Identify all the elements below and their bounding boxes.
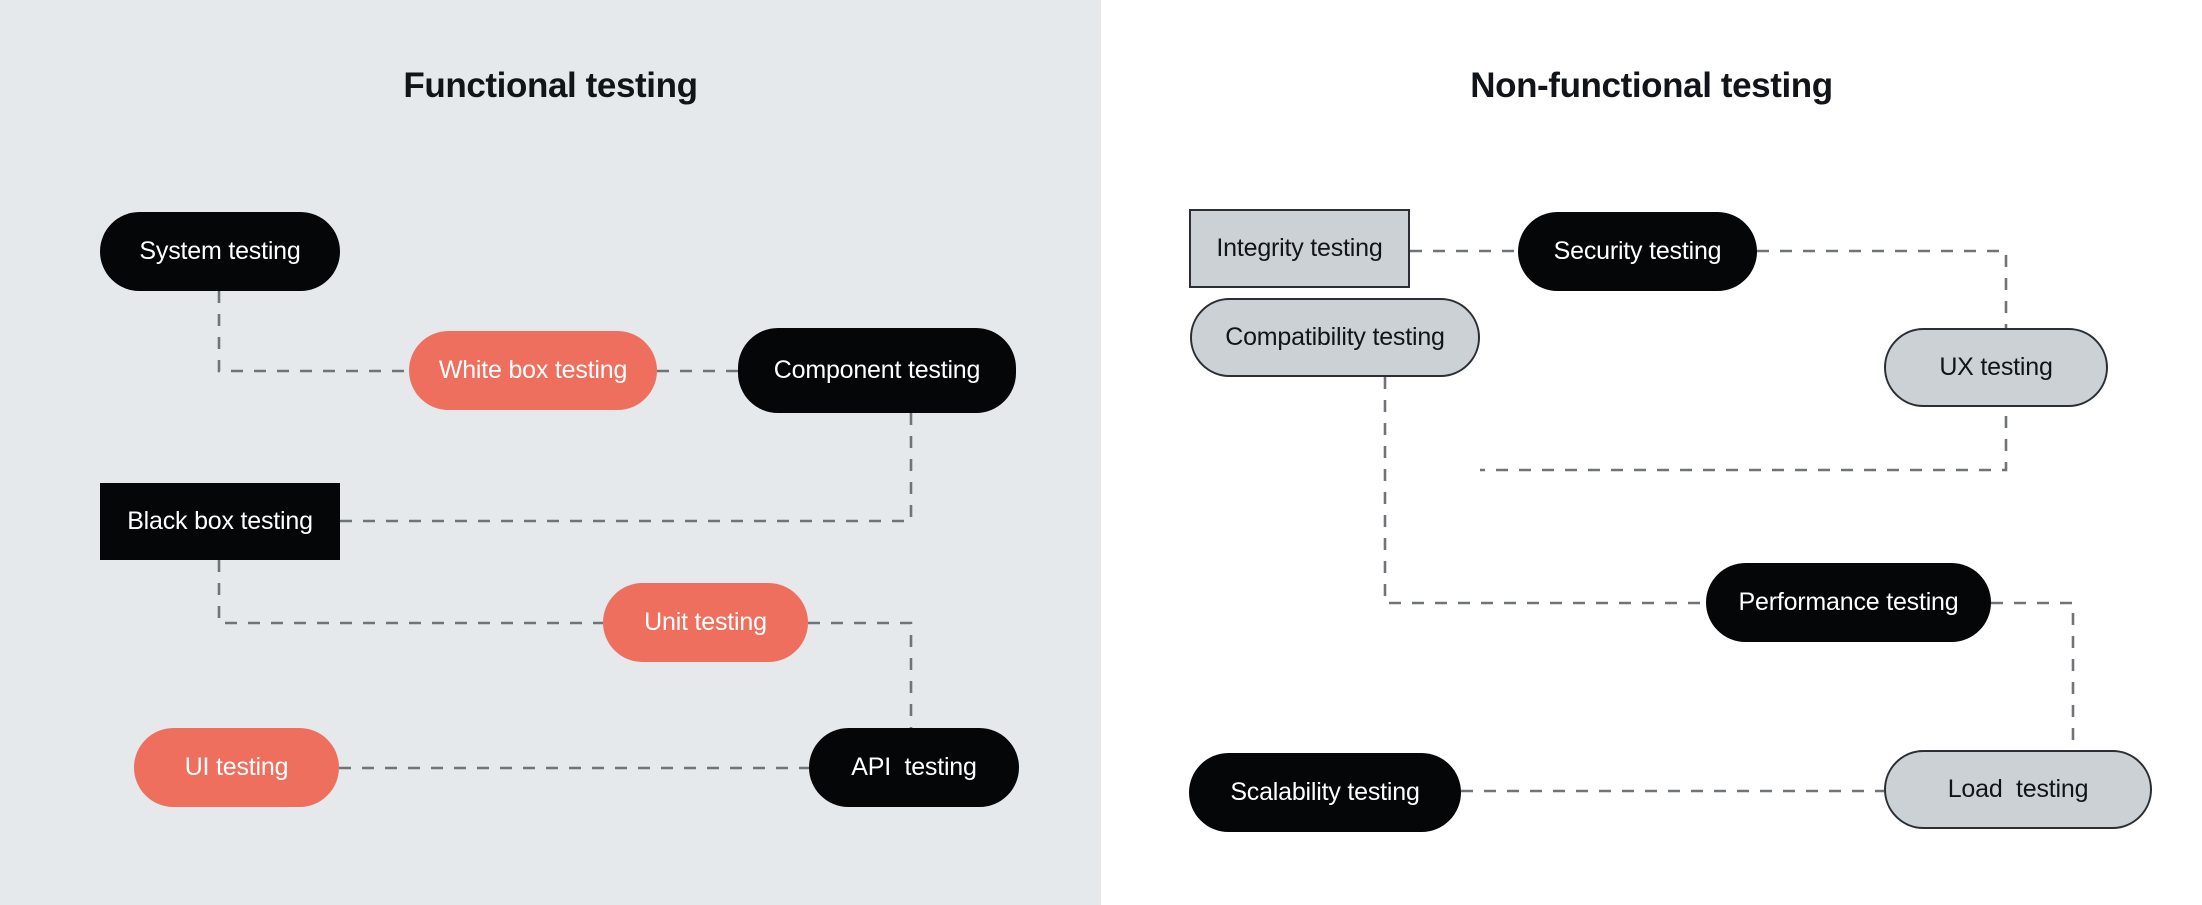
node-white-box-testing[interactable]: White box testing [409,331,657,410]
node-label-ui-testing: UI testing [184,753,289,781]
node-label-unit-testing: Unit testing [644,608,767,636]
node-ui-testing[interactable]: UI testing [134,728,339,807]
node-label-scalability-testing: Scalability testing [1230,778,1420,806]
node-label-ux-testing: UX testing [1939,353,2053,381]
node-label-black-box-testing: Black box testing [127,507,313,535]
node-system-testing[interactable]: System testing [100,212,340,291]
node-black-box-testing[interactable]: Black box testing [100,483,340,560]
node-api-testing[interactable]: API testing [809,728,1019,807]
node-component-testing[interactable]: Component testing [738,328,1016,413]
node-performance-testing[interactable]: Performance testing [1706,563,1991,642]
panel-title-functional: Functional testing [403,66,698,105]
panel-title-non-functional: Non-functional testing [1470,66,1833,105]
node-load-testing[interactable]: Load testing [1884,750,2152,829]
node-security-testing[interactable]: Security testing [1518,212,1757,291]
node-label-performance-testing: Performance testing [1738,588,1959,616]
node-ux-testing[interactable]: UX testing [1884,328,2108,407]
node-label-component-testing: Component testing [773,356,981,384]
node-integrity-testing[interactable]: Integrity testing [1189,209,1410,288]
node-label-security-testing: Security testing [1553,237,1722,265]
node-label-load-testing: Load testing [1947,775,2089,803]
node-label-integrity-testing: Integrity testing [1216,234,1383,262]
node-label-system-testing: System testing [139,237,301,265]
node-label-api-testing: API testing [851,753,977,781]
node-label-white-box-testing: White box testing [438,356,628,384]
node-label-compatibility-testing: Compatibility testing [1225,323,1445,351]
node-unit-testing[interactable]: Unit testing [603,583,808,662]
node-compatibility-testing[interactable]: Compatibility testing [1190,298,1480,377]
node-scalability-testing[interactable]: Scalability testing [1189,753,1461,832]
